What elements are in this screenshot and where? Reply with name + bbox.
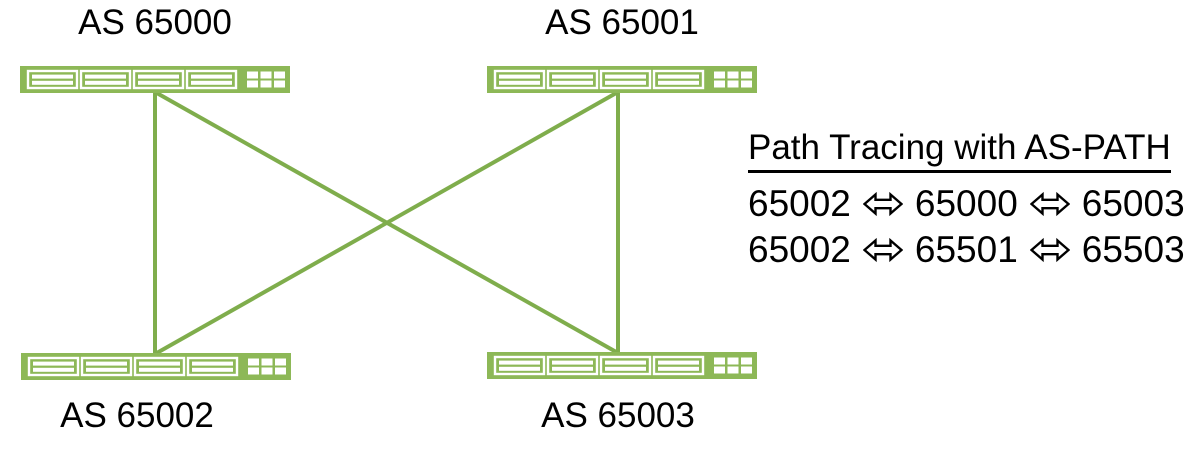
node-as65003 [487,352,757,379]
aspath-row-2: 65002 65501 65503 [748,227,1185,273]
aspath-panel: Path Tracing with AS-PATH 65002 65000 65… [748,128,1185,273]
node-label-as65002: AS 65002 [60,396,214,435]
switch-icon [21,353,291,380]
panel-title: Path Tracing with AS-PATH [748,128,1171,173]
switch-icon [487,352,757,379]
double-arrow-icon [862,237,903,263]
node-label-as65001: AS 65001 [545,3,699,42]
node-as65002 [21,353,291,380]
double-arrow-icon [1029,191,1070,217]
as-hop: 65501 [914,229,1018,270]
link-as65001-as65002 [154,90,619,356]
node-label-as65000: AS 65000 [78,3,232,42]
aspath-row-1: 65002 65000 65003 [748,181,1185,227]
as-hop: 65003 [1081,183,1185,224]
as-hop: 65000 [914,183,1018,224]
as-hop: 65503 [1081,229,1185,270]
node-as65001 [487,66,757,93]
node-as65000 [20,66,290,93]
as-hop: 65002 [748,183,851,224]
node-label-as65003: AS 65003 [541,396,695,435]
as-hop: 65002 [748,229,851,270]
double-arrow-icon [862,191,903,217]
double-arrow-icon [1029,237,1070,263]
switch-icon [20,66,290,93]
switch-icon [487,66,757,93]
